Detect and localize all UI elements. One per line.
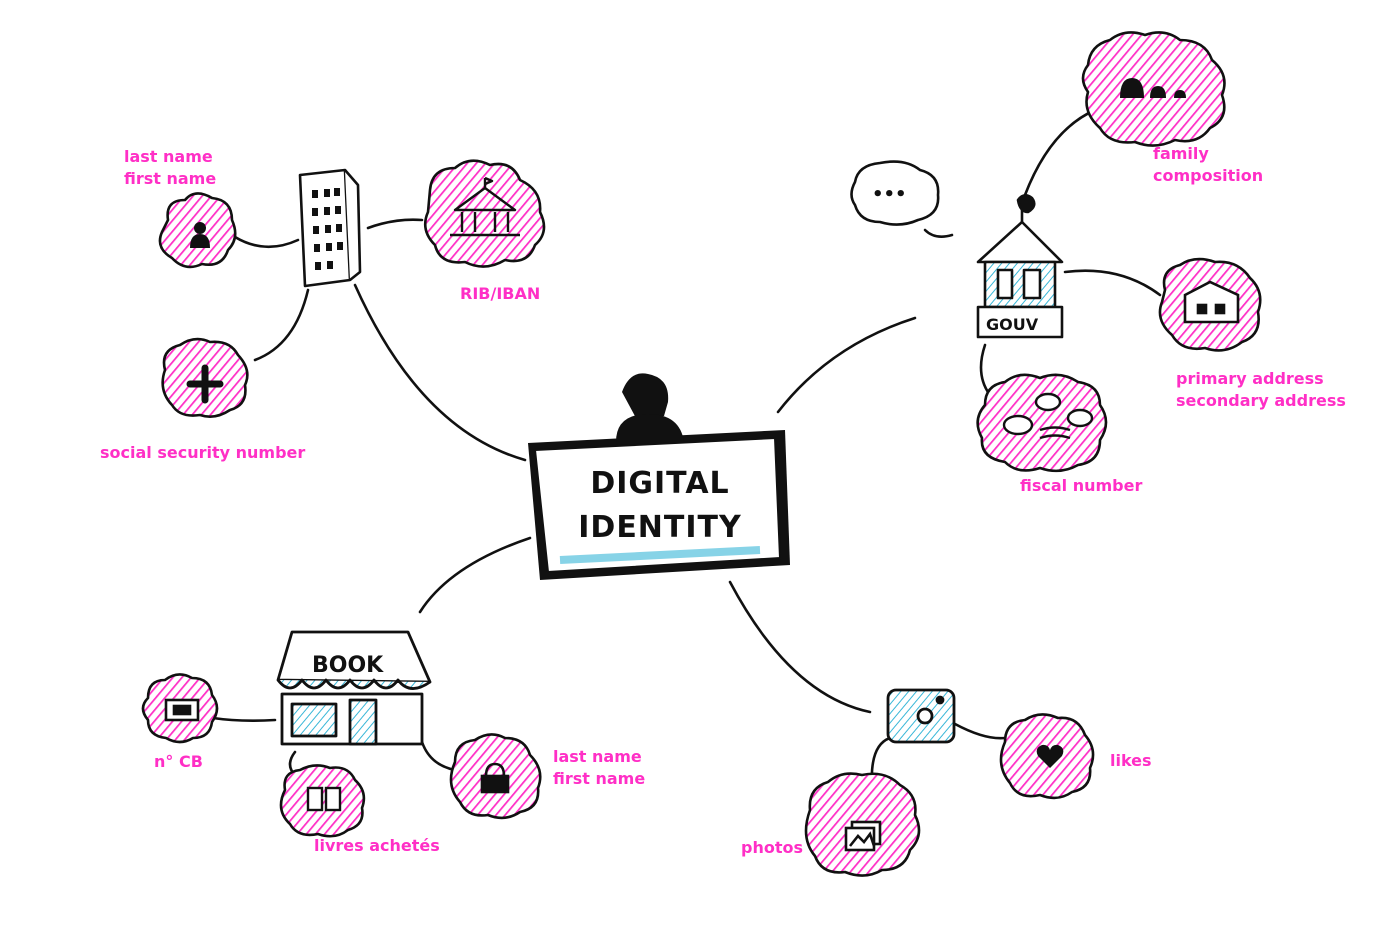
coins-cloud: [976, 373, 1108, 473]
coins-icon: [1002, 392, 1094, 440]
heart-icon: [1036, 744, 1064, 768]
building-icon: [298, 168, 362, 288]
credit-card-icon: [164, 698, 200, 722]
family-line-2: composition: [1153, 166, 1264, 185]
bank-last-name-text: last name: [124, 147, 213, 166]
connector-lines: [211, 108, 1162, 787]
government-building-icon: [976, 194, 1064, 339]
camera-icon: [886, 688, 956, 744]
family-label: family composition: [1153, 143, 1263, 187]
chat-dots-text: •••: [872, 184, 907, 205]
cb-label: n° CB: [154, 752, 203, 771]
likes-label: likes: [1110, 751, 1152, 770]
family-icon: [1120, 78, 1186, 98]
fiscal-number-label: fiscal number: [1020, 476, 1143, 495]
bank-cloud: [423, 159, 546, 268]
family-line-1: family: [1153, 144, 1209, 163]
primary-address-text: primary address: [1176, 369, 1324, 388]
shop-first-name-text: first name: [553, 769, 646, 788]
rib-iban-label: RIB/IBAN: [460, 284, 541, 303]
photos-label: photos: [741, 838, 803, 857]
bank-first-name-text: first name: [124, 169, 217, 188]
livres-label: livres achetés: [314, 836, 440, 855]
house-icon: [1183, 280, 1240, 324]
secondary-address-text: secondary address: [1176, 391, 1346, 410]
shop-name-label: last name first name: [553, 746, 645, 790]
book-sign-text: BOOK: [312, 653, 384, 678]
title-line-1: DIGITAL: [590, 466, 730, 501]
medical-cross-icon: [186, 364, 224, 404]
lock-icon: [480, 762, 510, 794]
central-card: [528, 430, 790, 580]
speech-bubble-icon: [850, 160, 940, 226]
address-label: primary address secondary address: [1176, 368, 1346, 412]
bank-icon: [450, 176, 520, 237]
social-security-label: social security number: [100, 443, 306, 462]
diagram-title: DIGITAL IDENTITY: [565, 462, 755, 550]
bank-name-label: last name first name: [124, 146, 216, 190]
title-line-2: IDENTITY: [578, 510, 742, 545]
hooded-figure-icon: [616, 373, 684, 442]
books-icon: [306, 786, 342, 812]
person-icon: [190, 222, 210, 248]
gov-sign-text: GOUV: [986, 315, 1039, 334]
shop-last-name-text: last name: [553, 747, 642, 766]
photo-icon: [844, 820, 882, 852]
bookstore-icon: [276, 630, 432, 746]
